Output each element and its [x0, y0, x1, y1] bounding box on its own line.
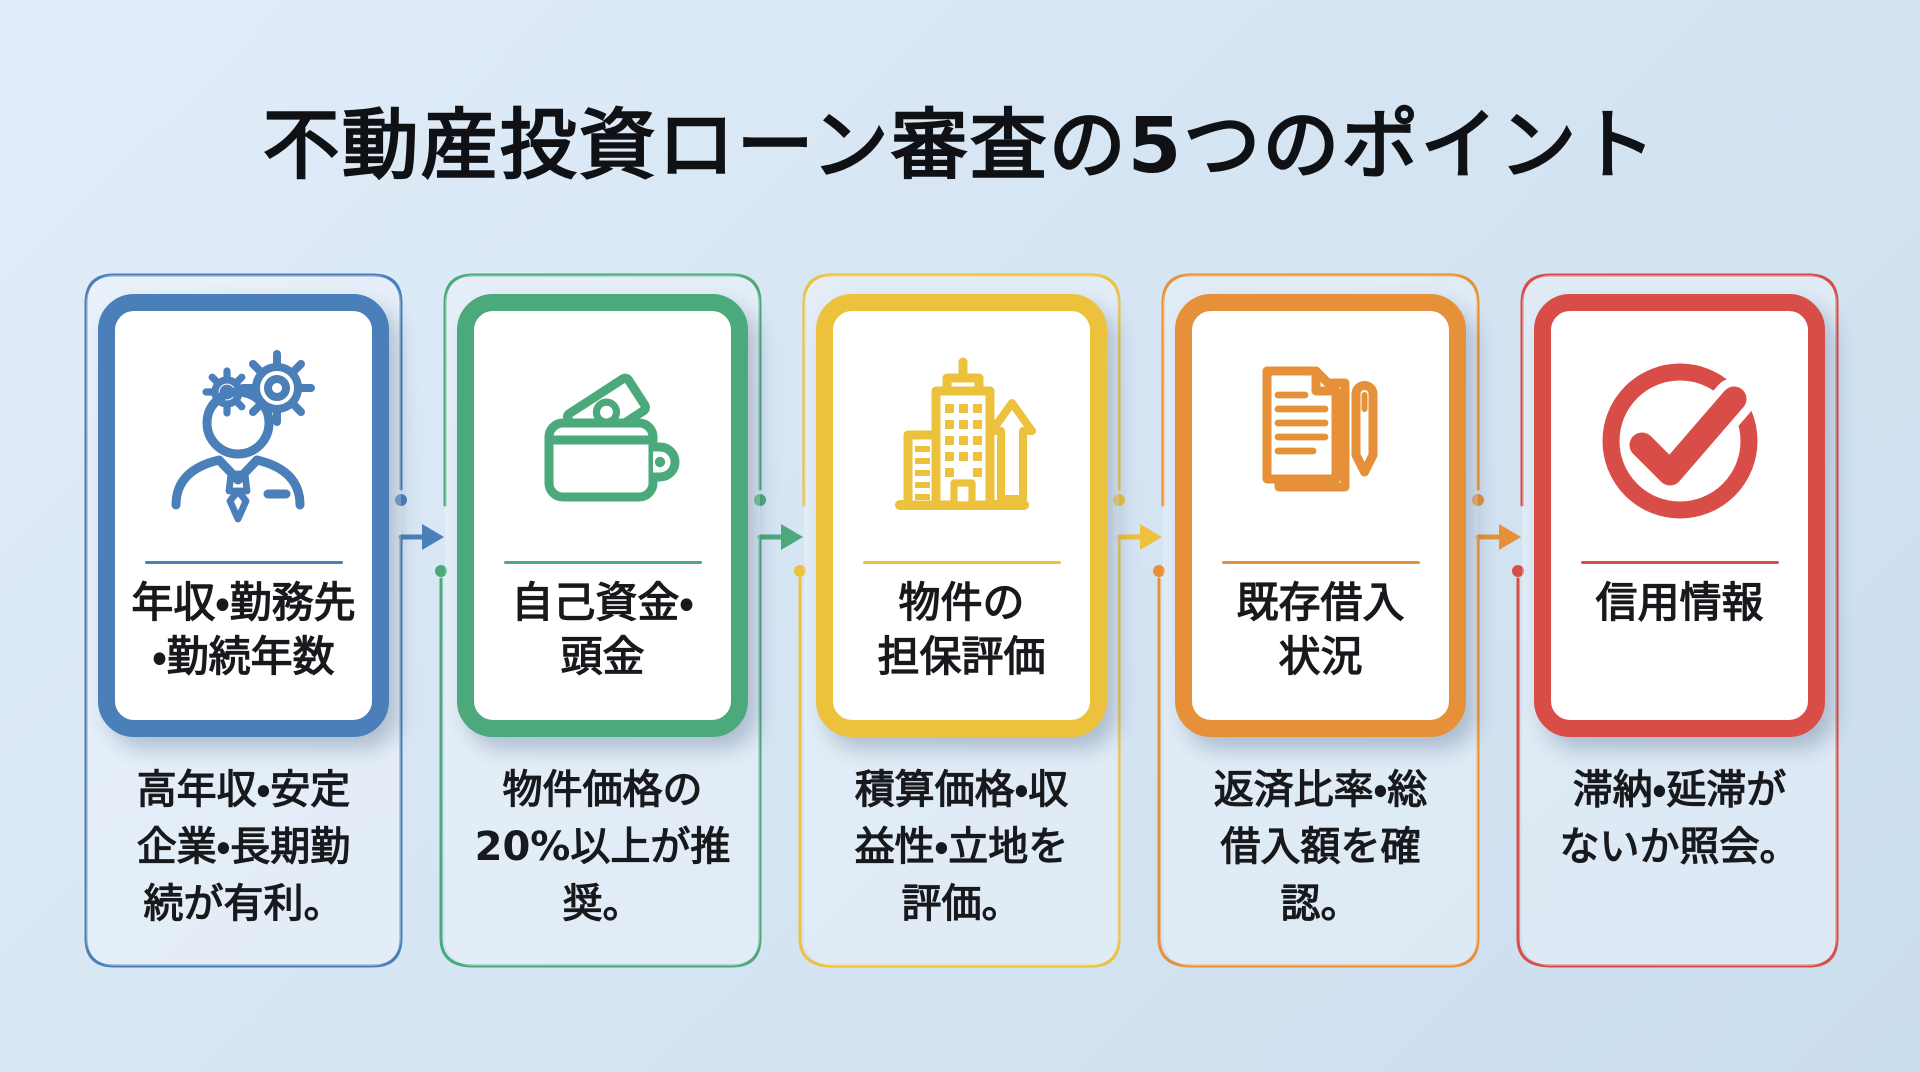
card-panel: 物件の 担保評価	[816, 294, 1107, 737]
card-panel: 自己資金・ 頭金	[457, 294, 748, 737]
wallet-money-icon	[503, 325, 703, 557]
card-title: 自己資金・ 頭金	[511, 578, 694, 681]
divider	[862, 561, 1061, 564]
card-3-property-valuation: 物件の 担保評価 積算価格・収 益性・立地を 評価。	[804, 275, 1119, 966]
check-circle-icon	[1580, 325, 1780, 557]
divider	[1221, 561, 1420, 564]
card-description: 積算価格・収 益性・立地を 評価。	[854, 767, 1069, 927]
card-5-credit-info: 信用情報 滞納・延滞が ないか照会。	[1522, 275, 1837, 966]
card-panel: 既存借入 状況	[1175, 294, 1466, 737]
card-4-existing-loans: 既存借入 状況 返済比率・総 借入額を確 認。	[1163, 275, 1478, 966]
card-description: 高年収・安定 企業・長期勤 続が有利。	[136, 767, 351, 927]
card-description: 物件価格の 20%以上が推 奨。	[474, 767, 731, 927]
card-description: 滞納・延滞が ないか照会。	[1559, 767, 1800, 870]
card-description: 返済比率・総 借入額を確 認。	[1213, 767, 1428, 927]
card-title: 信用情報	[1595, 578, 1764, 627]
divider	[144, 561, 343, 564]
page-title: 不動産投資ローン審査の5つのポイント	[262, 102, 1658, 191]
divider	[503, 561, 702, 564]
person-gears-icon	[144, 325, 344, 557]
divider	[1580, 561, 1779, 564]
card-panel: 信用情報	[1534, 294, 1825, 737]
card-2-own-funds: 自己資金・ 頭金 物件価格の 20%以上が推 奨。	[445, 275, 760, 966]
documents-pen-icon	[1221, 325, 1421, 557]
card-title: 年収・勤務先 ・勤続年数	[131, 578, 356, 681]
card-1-income-employment: 年収・勤務先 ・勤続年数 高年収・安定 企業・長期勤 続が有利。	[86, 275, 401, 966]
building-growth-icon	[862, 325, 1062, 557]
card-title: 物件の 担保評価	[877, 578, 1046, 681]
card-panel: 年収・勤務先 ・勤続年数	[98, 294, 389, 737]
card-title: 既存借入 状況	[1236, 578, 1405, 681]
